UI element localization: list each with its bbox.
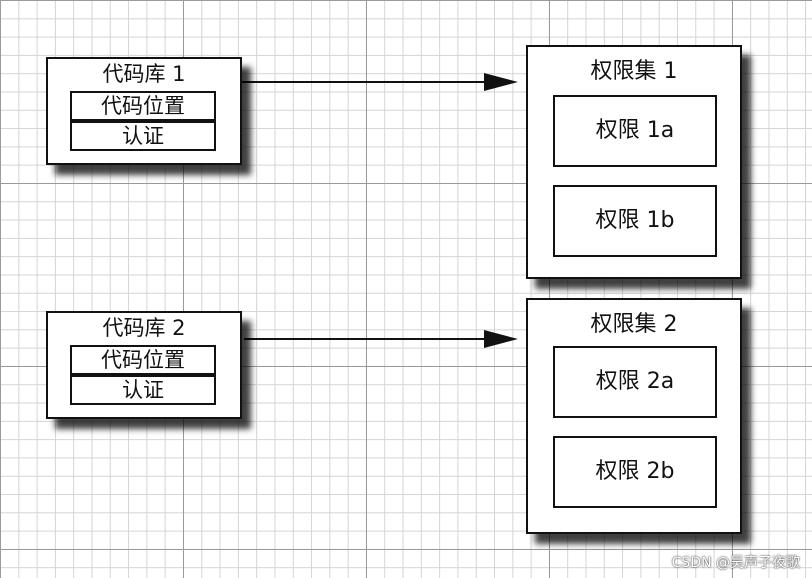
permission-set-title: 权限集 2 [590,312,678,337]
codebase-title: 代码库 1 [102,62,186,86]
certificate-field: 认证 [70,121,216,151]
permission-item: 权限 2a [553,346,717,418]
watermark-text: CSDN @吴声子夜歌 [671,555,800,571]
permission-set-1: 权限集 1 权限 1a 权限 1b [526,45,742,279]
code-location-field: 代码位置 [70,345,216,375]
arrow-codebase2-to-set2 [244,330,518,348]
permission-item: 权限 1a [553,95,717,167]
permission-set-2: 权限集 2 权限 2a 权限 2b [526,298,742,534]
permission-set-title: 权限集 1 [590,59,678,84]
codebase-1: 代码库 1 代码位置 认证 [46,57,242,165]
permission-item: 权限 2b [553,436,717,508]
arrow-codebase1-to-set1 [242,73,518,91]
codebase-title: 代码库 2 [102,316,186,340]
certificate-field: 认证 [70,375,216,405]
permission-item: 权限 1b [553,185,717,257]
code-location-field: 代码位置 [70,91,216,121]
codebase-2: 代码库 2 代码位置 认证 [46,311,242,419]
